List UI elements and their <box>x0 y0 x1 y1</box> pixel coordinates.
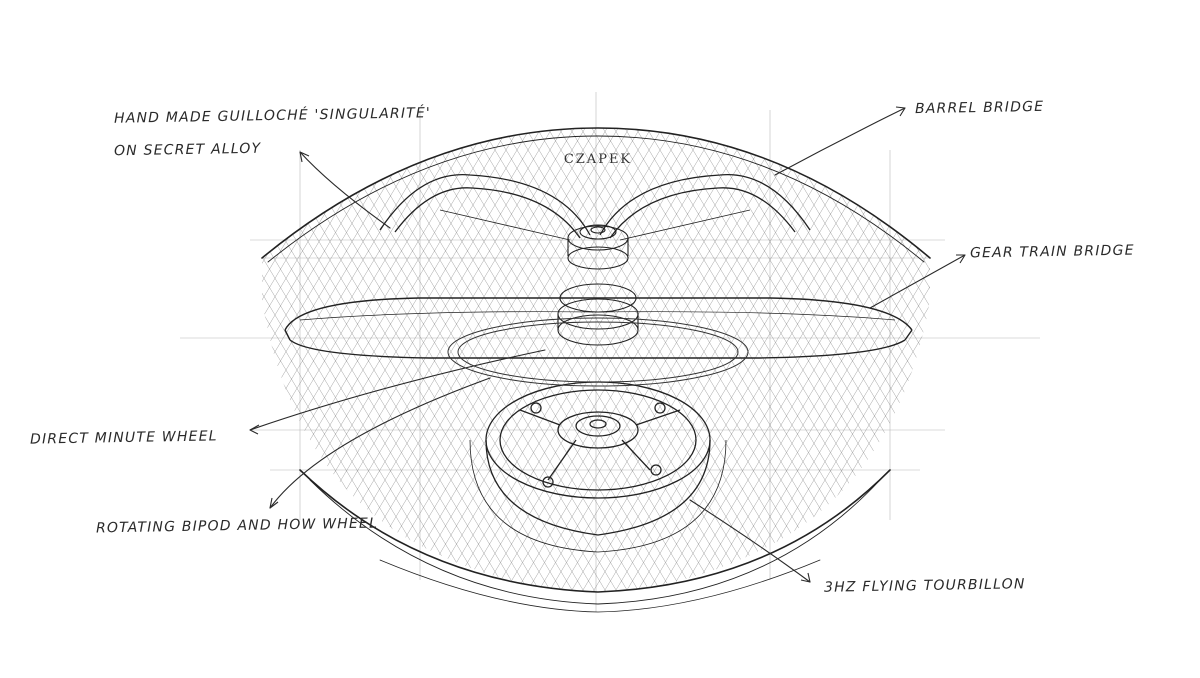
label-barrel-bridge-text: BARREL BRIDGE <box>914 98 1045 118</box>
gear-train-bridge <box>284 297 913 359</box>
center-arbor <box>557 224 639 346</box>
barrel-bridge <box>379 173 811 241</box>
label-guilloche-line2: ON SECRET ALLOY <box>113 140 262 160</box>
leader-lines <box>249 107 966 583</box>
label-gear-train-bridge-text: GEAR TRAIN BRIDGE <box>969 242 1135 262</box>
label-direct-minute-wheel-text: DIRECT MINUTE WHEEL <box>29 428 218 448</box>
dial-logo: CZAPEK <box>564 152 632 167</box>
guilloche-texture <box>262 128 930 592</box>
construction-lines <box>180 92 1040 612</box>
direct-minute-wheel <box>447 317 749 387</box>
label-barrel-bridge: BARREL BRIDGE <box>915 99 1045 117</box>
label-guilloche-alloy: ON SECRET ALLOY <box>114 141 262 160</box>
leader-arrowheads <box>249 106 966 583</box>
watch-case <box>261 127 931 613</box>
label-gear-train-bridge: GEAR TRAIN BRIDGE <box>970 243 1135 262</box>
label-direct-minute-wheel: DIRECT MINUTE WHEEL <box>30 428 218 447</box>
tourbillon-cage <box>469 381 727 553</box>
